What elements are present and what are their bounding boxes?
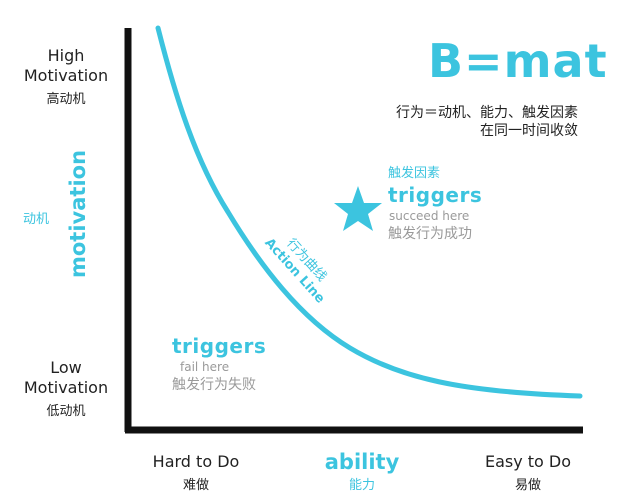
triggers-fail-zone: triggers fail here 触发行为失败 (172, 334, 282, 394)
hard-to-do-en: Hard to Do (152, 452, 240, 471)
formula-desc-line2: 在同一时间收敛 (480, 123, 578, 139)
low-motivation-label: Low Motivation 低动机 (6, 358, 126, 422)
star-icon (334, 186, 382, 231)
formula-description: 行为＝动机、能力、触发因素 在同一时间收敛 (340, 104, 578, 140)
fail-cn-sub: 触发行为失败 (172, 377, 256, 393)
hard-to-do-cn: 难做 (182, 478, 209, 493)
easy-to-do-label: Easy to Do 易做 (466, 452, 590, 496)
fail-here-text: fail here (180, 360, 230, 374)
easy-to-do-en: Easy to Do (484, 452, 572, 471)
high-motivation-label: High Motivation 高动机 (6, 46, 126, 110)
succeed-cn-sub: 触发行为成功 (388, 226, 472, 242)
low-motivation-line2: Motivation (23, 378, 109, 397)
ability-axis-label: ability 能力 (302, 450, 422, 496)
high-motivation-line2: Motivation (23, 66, 109, 85)
action-line-curve (155, 25, 583, 399)
ability-label-cn: 能力 (348, 478, 375, 493)
fail-triggers-title: triggers (172, 334, 267, 358)
triggers-succeed-zone: 触发因素 triggers succeed here 触发行为成功 (388, 165, 498, 243)
high-motivation-line1: High (47, 46, 85, 65)
succeed-here-text: succeed here (389, 209, 470, 223)
low-motivation-line1: Low (50, 358, 82, 377)
high-motivation-cn: 高动机 (46, 92, 86, 107)
easy-to-do-cn: 易做 (514, 478, 541, 493)
motivation-cn-label: 动机 (23, 212, 50, 227)
succeed-cn-title: 触发因素 (388, 166, 441, 181)
succeed-triggers-title: triggers (388, 183, 483, 207)
low-motivation-cn: 低动机 (46, 404, 86, 419)
formula-title: B=mat (428, 34, 608, 88)
motivation-axis-label: motivation (66, 149, 90, 278)
ability-label-en: ability (324, 450, 400, 474)
formula-desc-line1: 行为＝动机、能力、触发因素 (396, 105, 578, 121)
hard-to-do-label: Hard to Do 难做 (136, 452, 256, 496)
